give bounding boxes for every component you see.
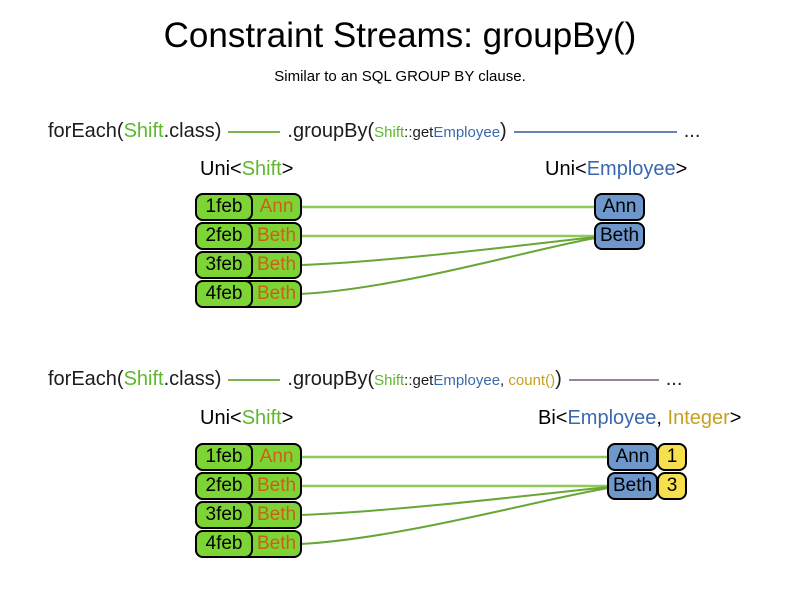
employee-type-token: Employee [567, 407, 657, 429]
code-text: forEach( [48, 368, 124, 390]
code-line-1: forEach(Shift.class) .groupBy(Shift::get… [48, 120, 700, 143]
shift-row-4feb: 4feb Beth [195, 530, 302, 558]
count-box-beth: 3 [657, 472, 687, 500]
group-box-ann: Ann [607, 443, 658, 471]
code-text: , [500, 372, 509, 389]
shift-type-token: Shift [241, 407, 282, 429]
shift-row-2feb: 2feb Beth [195, 222, 302, 250]
label-text: > [281, 158, 294, 180]
code-text: .class) [163, 120, 222, 142]
ellipsis-text: ... [683, 120, 701, 142]
shift-table-1: 1feb Ann 2feb Beth 3feb Beth 4feb Beth [195, 193, 302, 309]
shift-employee-cell: Beth [256, 225, 297, 246]
connector2-4feb-to-beth [299, 487, 610, 545]
shift-date-cell: 4feb [195, 530, 253, 558]
shift-date-cell: 1feb [195, 443, 253, 471]
shift-row-3feb: 3feb Beth [195, 501, 302, 529]
label-text: > [675, 158, 688, 180]
shift-class-token: Shift [123, 368, 164, 390]
employee-type-token: Employee [586, 158, 676, 180]
integer-type-token: Integer [667, 407, 730, 429]
shift-employee-cell: Beth [256, 475, 297, 496]
label-text: , [656, 407, 668, 429]
slide-subtitle: Similar to an SQL GROUP BY clause. [274, 68, 526, 85]
shift-date-cell: 1feb [195, 193, 253, 221]
shift-token: Shift [374, 124, 405, 141]
stream-line-blue [513, 130, 677, 133]
bi-employee-integer-label: Bi<Employee, Integer> [538, 407, 741, 430]
groupby-expression: .groupBy(Shift::getEmployee) [287, 120, 506, 143]
code-text: .groupBy( [287, 368, 375, 390]
shift-employee-cell: Beth [256, 533, 297, 554]
shift-employee-cell: Ann [259, 196, 294, 217]
code-text: .groupBy( [287, 120, 375, 142]
label-text: Uni< [545, 158, 587, 180]
shift-row-1feb: 1feb Ann [195, 193, 302, 221]
connector-4feb-to-beth [299, 237, 597, 295]
code-text: .class) [163, 368, 222, 390]
uni-employee-label: Uni<Employee> [545, 158, 687, 181]
code-line-2: forEach(Shift.class) .groupBy(Shift::get… [48, 368, 682, 391]
shift-row-2feb: 2feb Beth [195, 472, 302, 500]
label-text: > [729, 407, 742, 429]
group-box-beth: Beth [607, 472, 658, 500]
stream-line-green [228, 378, 281, 381]
stream-line-purple [568, 378, 659, 381]
groupby-arguments: Shift::getEmployee [374, 124, 500, 141]
label-text: Bi< [538, 407, 568, 429]
code-text: ::get [404, 124, 434, 141]
foreach-expression: forEach(Shift.class) [48, 368, 221, 391]
employee-token: Employee [433, 124, 501, 141]
code-text: forEach( [48, 120, 124, 142]
shift-row-1feb: 1feb Ann [195, 443, 302, 471]
shift-employee-cell: Ann [259, 446, 294, 467]
stream-line-green [228, 130, 281, 133]
group-box-beth: Beth [594, 222, 645, 250]
connector2-3feb-to-beth [299, 486, 610, 516]
group-box-ann: Ann [594, 193, 645, 221]
shift-row-4feb: 4feb Beth [195, 280, 302, 308]
connector-3feb-to-beth [299, 236, 597, 266]
label-text: Uni< [200, 158, 242, 180]
employee-token: Employee [433, 372, 501, 389]
code-text: ) [555, 368, 562, 390]
shift-row-3feb: 3feb Beth [195, 251, 302, 279]
shift-employee-cell: Beth [256, 283, 297, 304]
label-text: > [281, 407, 294, 429]
uni-shift-label-2: Uni<Shift> [200, 407, 293, 430]
shift-employee-cell: Beth [256, 504, 297, 525]
code-text: ) [500, 120, 507, 142]
shift-employee-cell: Beth [256, 254, 297, 275]
shift-date-cell: 2feb [195, 472, 253, 500]
shift-token: Shift [374, 372, 405, 389]
shift-class-token: Shift [123, 120, 164, 142]
shift-date-cell: 3feb [195, 501, 253, 529]
count-collector-token: count() [508, 372, 556, 389]
code-text: ::get [404, 372, 434, 389]
groupby-expression: .groupBy(Shift::getEmployee, count()) [287, 368, 561, 391]
shift-date-cell: 3feb [195, 251, 253, 279]
shift-date-cell: 2feb [195, 222, 253, 250]
shift-type-token: Shift [241, 158, 282, 180]
uni-shift-label-1: Uni<Shift> [200, 158, 293, 181]
shift-date-cell: 4feb [195, 280, 253, 308]
ellipsis-text: ... [665, 368, 683, 390]
groupby-arguments: Shift::getEmployee, count() [374, 372, 555, 389]
slide-title: Constraint Streams: groupBy() [163, 16, 637, 55]
label-text: Uni< [200, 407, 242, 429]
shift-table-2: 1feb Ann 2feb Beth 3feb Beth 4feb Beth [195, 443, 302, 559]
foreach-expression: forEach(Shift.class) [48, 120, 221, 143]
count-box-ann: 1 [657, 443, 687, 471]
